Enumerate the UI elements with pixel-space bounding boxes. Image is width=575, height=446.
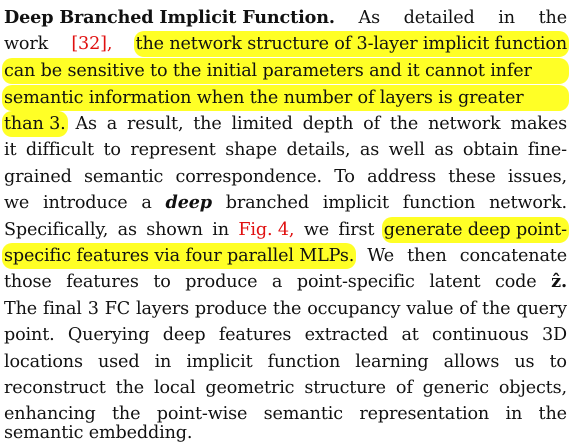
text-line-15: reconstruct the local geometric structur… bbox=[4, 378, 567, 398]
latent-code-symbol: ẑ. bbox=[551, 271, 567, 292]
text-line-3: can be sensitive to the initial paramete… bbox=[2, 58, 569, 84]
text-line-2: work [32], the network structure of 3-la… bbox=[4, 31, 569, 57]
text-line-11: those features to produce a point-specif… bbox=[4, 269, 567, 295]
emphasis-deep: deep bbox=[165, 192, 213, 213]
highlight-1c: semantic information when the number of … bbox=[2, 85, 569, 111]
text-line-13: point. Querying deep features extracted … bbox=[4, 325, 567, 345]
highlight-2a: generate deep point- bbox=[381, 217, 569, 243]
text-line-10: specific features via four parallel MLPs… bbox=[2, 243, 567, 269]
figure-link[interactable]: Fig. 4, bbox=[238, 220, 295, 240]
text-line-4: semantic information when the number of … bbox=[2, 85, 569, 111]
text-line-6: it difficult to represent shape details,… bbox=[4, 140, 567, 160]
text-line-7: grained semantic correspondence. To addr… bbox=[4, 167, 567, 187]
text-line-5: than 3. As a result, the limited depth o… bbox=[2, 111, 567, 137]
text-line-1: Deep Branched Implicit Function. As deta… bbox=[4, 5, 567, 31]
text-line-16: enhancing the point-wise semantic repres… bbox=[4, 404, 567, 424]
highlight-2b: specific features via four parallel MLPs… bbox=[2, 243, 357, 269]
highlight-1b: can be sensitive to the initial paramete… bbox=[2, 58, 569, 84]
highlight-1a: the network structure of 3-layer implici… bbox=[133, 31, 569, 57]
citation-link[interactable]: [32], bbox=[71, 34, 113, 54]
text-line-12: The final 3 FC layers produce the occupa… bbox=[4, 299, 567, 319]
text-line-8: we introduce a deep branched implicit fu… bbox=[4, 190, 567, 216]
text-line-14: locations used in implicit function lear… bbox=[4, 352, 567, 372]
text-line-17: semantic embedding. bbox=[4, 423, 193, 443]
highlight-1d: than 3. bbox=[2, 111, 68, 137]
text-line-9: Specifically, as shown in Fig. 4, we fir… bbox=[4, 217, 569, 243]
paragraph-heading: Deep Branched Implicit Function. bbox=[4, 7, 335, 28]
